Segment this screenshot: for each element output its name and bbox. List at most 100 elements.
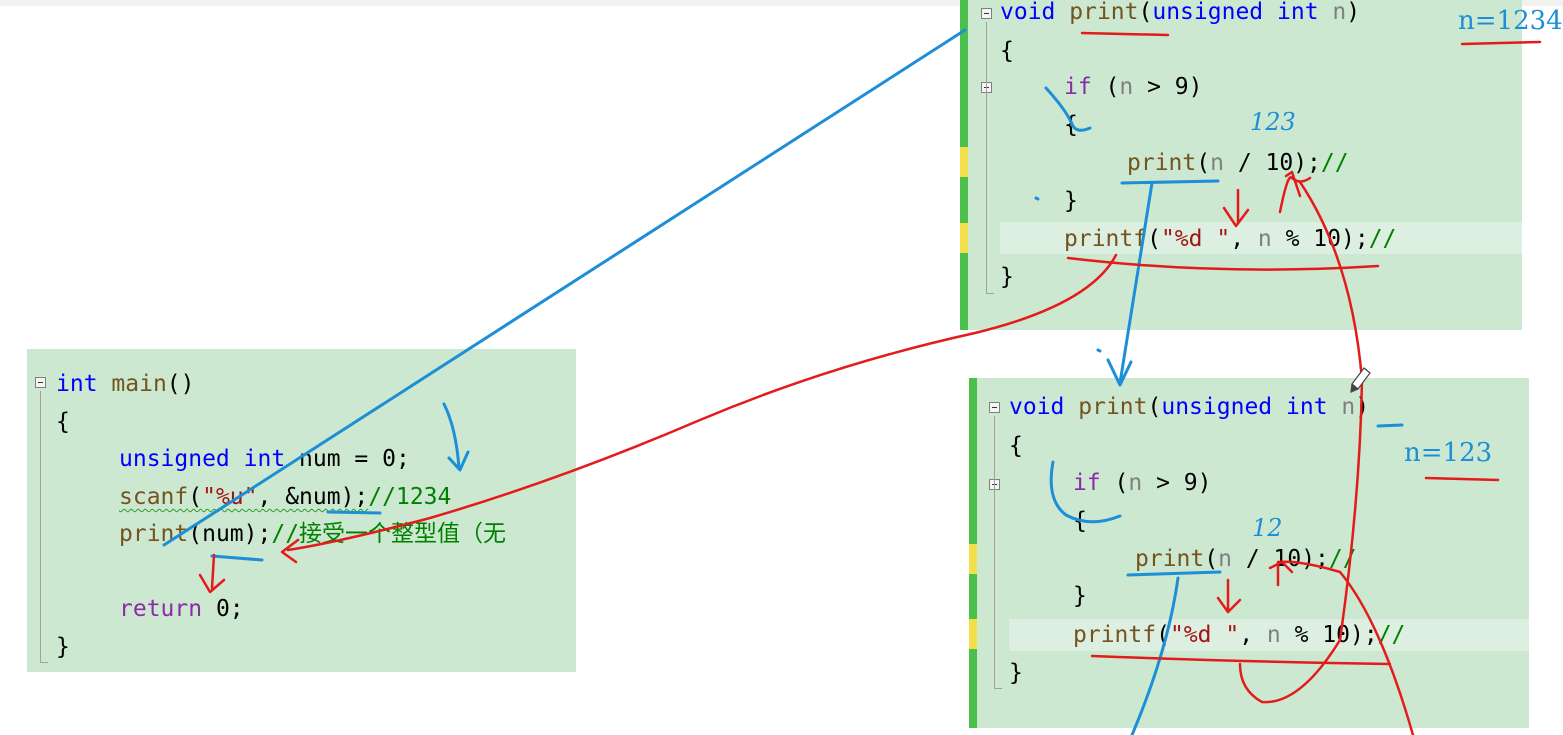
- code-line-if: if (n > 9): [1073, 468, 1212, 498]
- code-line-recursive-call: print(n / 10);//: [1127, 148, 1349, 178]
- code-token: (: [1138, 0, 1153, 25]
- code-token: n: [1128, 470, 1143, 496]
- code-token: n: [1210, 150, 1224, 176]
- code-token: > 9): [1133, 74, 1203, 100]
- code-token: printf: [1073, 622, 1157, 648]
- code-token: int: [1286, 394, 1328, 420]
- unsaved-change-marker: [969, 544, 977, 574]
- code-line-inner-open: {: [1064, 112, 1078, 138]
- code-token: num = 0;: [285, 446, 410, 472]
- code-token: printf: [1064, 226, 1148, 252]
- code-line-return: return 0;: [119, 594, 244, 624]
- code-token: 0;: [202, 596, 244, 622]
- code-token: n: [1257, 226, 1272, 252]
- pen-dot-2: [1096, 348, 1102, 353]
- annotation-n-1234: n=1234: [1458, 6, 1563, 36]
- code-comment: //1234: [368, 484, 452, 510]
- code-token: (: [1204, 546, 1219, 572]
- code-token: unsigned: [1161, 394, 1273, 420]
- code-token: n: [1332, 0, 1347, 25]
- code-token: n: [1218, 546, 1232, 572]
- code-line-declaration: unsigned int num = 0;: [119, 444, 410, 474]
- code-token: (num);: [188, 521, 272, 547]
- code-token: (: [1196, 150, 1211, 176]
- code-token: ,: [1230, 226, 1258, 252]
- code-token: return: [119, 596, 203, 622]
- code-token: (: [1156, 622, 1170, 648]
- code-line-inner-close: }: [1073, 583, 1087, 609]
- code-token: print: [119, 521, 189, 547]
- code-token: print: [1127, 150, 1197, 176]
- fold-guide: [986, 96, 987, 218]
- warning-squiggle: scanf("%u", &num);: [119, 484, 368, 510]
- code-line-print-call: print(num);//接受一个整型值（无: [119, 519, 506, 549]
- code-comment: //接受一个整型值（无: [271, 521, 507, 547]
- code-comment: //: [1368, 226, 1397, 252]
- code-comment: //: [1377, 622, 1406, 648]
- code-token: scanf: [119, 484, 189, 510]
- code-line-printf: printf("%d ", n % 10);//: [1073, 620, 1405, 650]
- code-token: if: [1064, 74, 1092, 100]
- code-token: "%d ": [1169, 622, 1240, 648]
- unsaved-change-marker: [960, 147, 968, 177]
- code-line-signature: void print(unsigned int n): [1000, 0, 1360, 27]
- code-token: unsigned: [119, 446, 230, 472]
- fold-guide-end: [986, 293, 994, 294]
- code-token: / 10);: [1231, 546, 1329, 572]
- code-line-printf: printf("%d ", n % 10);//: [1064, 224, 1396, 254]
- code-token: n: [1341, 394, 1356, 420]
- collapse-function-icon[interactable]: [981, 8, 992, 19]
- print-code-panel-2: void print(unsigned int n) { if (n > 9) …: [969, 378, 1529, 728]
- code-comment: //: [1320, 150, 1349, 176]
- fold-guide: [994, 493, 995, 615]
- code-token: int: [56, 371, 98, 397]
- code-token: print: [1078, 394, 1148, 420]
- code-line-open-brace: {: [56, 409, 70, 435]
- code-token: (: [188, 484, 203, 510]
- code-token: (: [1100, 470, 1129, 496]
- code-token: ,: [1239, 622, 1267, 648]
- code-token: n: [1119, 74, 1134, 100]
- code-token: "%u": [202, 484, 258, 510]
- code-line-scanf: scanf("%u", &num);//1234: [119, 482, 451, 512]
- fold-guide: [40, 391, 41, 663]
- code-token: / 10);: [1223, 150, 1321, 176]
- code-token: % 10);: [1271, 226, 1369, 252]
- code-token: (: [1091, 74, 1120, 100]
- code-comment: //: [1328, 546, 1357, 572]
- code-token: (: [1147, 226, 1161, 252]
- code-token: main: [111, 371, 167, 397]
- code-line-recursive-call: print(n / 10);//: [1135, 544, 1357, 574]
- code-token: (): [166, 371, 195, 397]
- code-token: int: [1277, 0, 1319, 25]
- code-line-open-brace: {: [1009, 433, 1023, 459]
- code-line-inner-close: }: [1064, 188, 1078, 214]
- code-line-if: if (n > 9): [1064, 72, 1203, 102]
- code-token: int: [243, 446, 286, 472]
- unsaved-change-marker: [960, 223, 968, 253]
- code-token: "%d ": [1160, 226, 1231, 252]
- top-strip: [0, 0, 1563, 6]
- code-token: void: [1009, 394, 1065, 420]
- fold-guide-end: [994, 688, 1002, 689]
- main-code-panel: int main() { unsigned int num = 0; scanf…: [27, 349, 576, 672]
- code-line-open-brace: {: [1000, 38, 1014, 64]
- code-token: (: [1147, 394, 1162, 420]
- annotation-quotient-12: 12: [1252, 514, 1283, 542]
- code-token: ): [1355, 394, 1370, 420]
- code-line-signature: void print(unsigned int n): [1009, 392, 1369, 422]
- code-line-close-brace: }: [56, 634, 70, 660]
- code-line-close-brace: }: [1000, 264, 1014, 290]
- code-token: if: [1073, 470, 1101, 496]
- annotation-n-123: n=123: [1404, 438, 1493, 468]
- unsaved-change-marker: [969, 619, 977, 649]
- fold-guide-end: [40, 662, 48, 663]
- collapse-main-icon[interactable]: [35, 377, 46, 388]
- code-token: unsigned: [1152, 0, 1264, 25]
- code-token: void: [1000, 0, 1056, 25]
- collapse-function-icon[interactable]: [989, 402, 1000, 413]
- annotation-quotient-123: 123: [1250, 108, 1296, 136]
- print-code-panel-1: void print(unsigned int n) { if (n > 9) …: [960, 0, 1522, 330]
- code-token: ): [1346, 0, 1361, 25]
- code-token: > 9): [1142, 470, 1212, 496]
